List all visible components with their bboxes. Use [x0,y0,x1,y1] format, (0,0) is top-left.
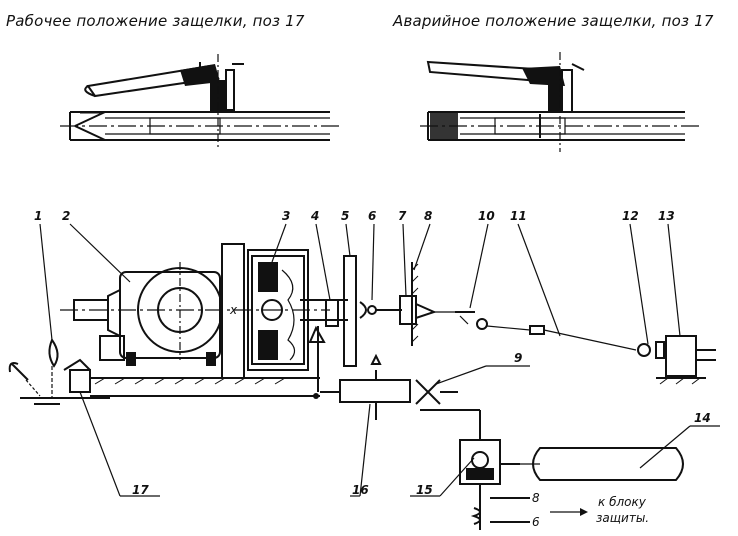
control-unit-15: 8 6 [459,439,588,530]
part-numbers: 1 2 3 4 5 6 7 8 10 11 12 13 9 14 15 16 1… [34,209,711,497]
actuator-16-valve-9 [320,353,481,440]
part-number-13: 13 [658,209,675,223]
pilot-unit-12-13 [637,335,716,385]
shaft-mark: x [229,303,238,317]
note-line-1: к блоку [598,495,647,509]
flywheel: x [221,243,245,379]
foundation [90,377,320,385]
trip-line-10-11 [434,311,637,351]
part-number-16: 16 [352,483,369,497]
part-number-8: 8 [424,209,432,223]
port-mark-8: 8 [532,491,540,505]
part-number-10: 10 [478,209,495,223]
part-number-6: 6 [368,209,376,223]
part-number-11: 11 [510,209,527,223]
mechanism-4-5-6 [308,255,402,392]
part-number-14: 14 [694,411,711,425]
striker-7-8 [399,262,437,346]
part-number-7: 7 [398,209,407,223]
part-number-1: 1 [34,209,42,223]
latch-emergency-inset [420,52,700,152]
part-number-5: 5 [341,209,349,223]
leader-lines [39,223,720,497]
receiver-14 [500,447,684,481]
part-number-2: 2 [62,209,70,223]
port-mark-6: 6 [532,515,540,529]
latch-working-inset [60,54,340,150]
coupling-assembly-3 [247,249,348,371]
part-number-12: 12 [622,209,639,223]
part-number-15: 15 [416,483,433,497]
part-number-17: 17 [132,483,149,497]
caption-working-position: Рабочее положение защелки, поз 17 [6,12,305,30]
caption-emergency-position: Аварийное положение защелки, поз 17 [392,12,714,30]
part-number-3: 3 [282,209,290,223]
part-number-9: 9 [514,351,522,365]
note-line-2: защиты. [596,511,649,525]
part-number-4: 4 [310,209,319,223]
